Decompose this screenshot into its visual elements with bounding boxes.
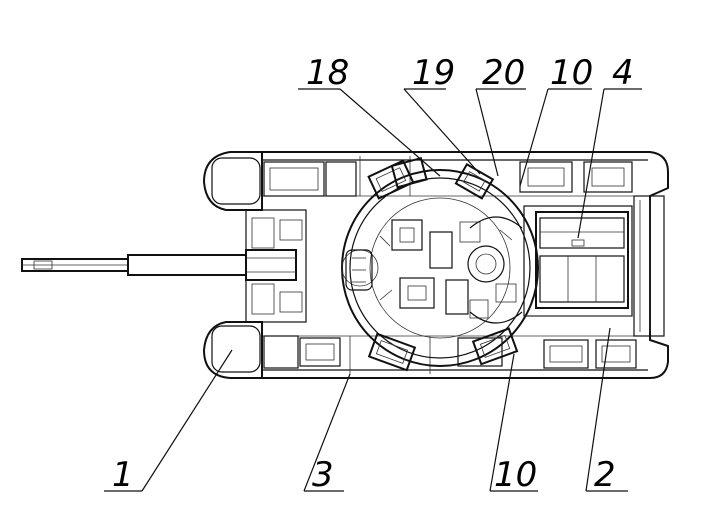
callout-4: 4	[612, 53, 634, 93]
hull	[202, 151, 669, 379]
callout-19: 19	[412, 53, 455, 93]
callout-18: 18	[306, 53, 349, 93]
fender-boxes-bottom	[263, 335, 637, 374]
callout-3: 3	[312, 455, 334, 495]
callout-2: 2	[594, 455, 616, 495]
leader-lines	[104, 88, 642, 492]
callout-10-top: 10	[550, 53, 593, 93]
engine-deck	[523, 205, 633, 317]
gun-barrel	[21, 249, 297, 281]
turret	[341, 156, 539, 372]
callout-1: 1	[112, 455, 134, 495]
fender-boxes-top	[263, 156, 633, 197]
callout-20: 20	[482, 53, 525, 93]
callout-10-bottom: 10	[494, 455, 537, 495]
